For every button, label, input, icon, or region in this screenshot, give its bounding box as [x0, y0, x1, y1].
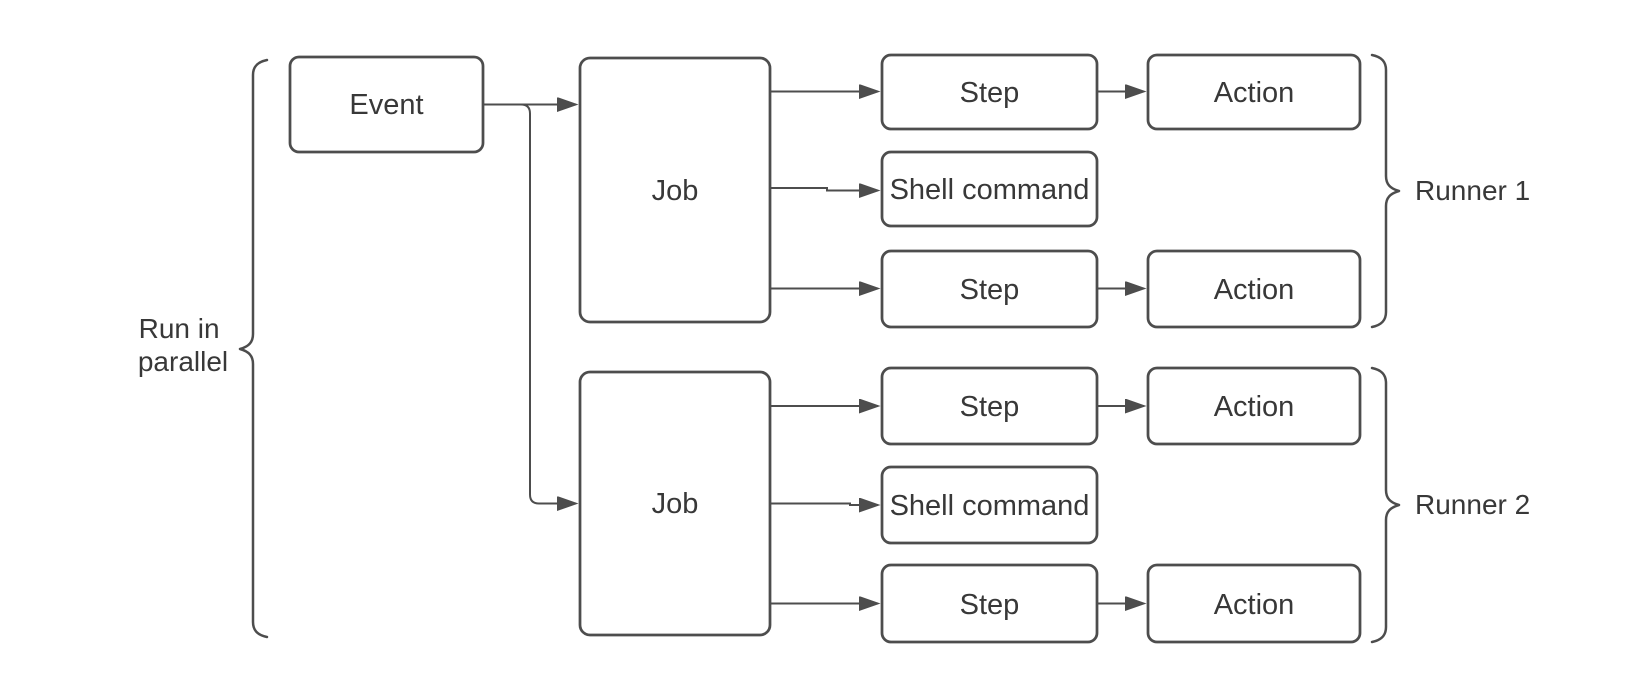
- action-top-1-label: Action: [1214, 77, 1295, 109]
- action-bottom-1-label: Action: [1214, 274, 1295, 306]
- runner2-brace: [1370, 366, 1401, 644]
- action-bottom-2-box: [1146, 563, 1362, 644]
- step-bottom-1-box: [880, 249, 1099, 329]
- action-top-2-label: Action: [1214, 391, 1295, 423]
- run-in-parallel-brace: [238, 58, 269, 639]
- step-bottom-2-label: Step: [960, 589, 1020, 621]
- shell-command-1-label: Shell command: [890, 174, 1090, 206]
- step-top-2-label: Step: [960, 391, 1020, 423]
- connector-job1-to-shell: [770, 188, 878, 191]
- runner2-label: Runner 2: [1415, 489, 1530, 520]
- event-node-label: Event: [349, 89, 423, 121]
- run-in-parallel-label: Run in parallel: [138, 313, 228, 377]
- connector-job2-to-shell: [770, 504, 878, 506]
- connector-event-to-job2: [483, 103, 576, 504]
- runner1-brace: [1370, 53, 1401, 329]
- step-top-2-box: [880, 366, 1099, 446]
- shell-command-1-box: [880, 150, 1099, 228]
- step-top-1-box: [880, 53, 1099, 131]
- action-top-1-box: [1146, 53, 1362, 131]
- runner1-label: Runner 1: [1415, 175, 1530, 206]
- action-bottom-1-box: [1146, 249, 1362, 329]
- event-node-box: [288, 55, 485, 154]
- shell-command-2-label: Shell command: [890, 490, 1090, 522]
- job1-node-label: Job: [652, 175, 699, 207]
- step-bottom-2-box: [880, 563, 1099, 644]
- job2-node-box: [578, 370, 772, 637]
- action-top-2-box: [1146, 366, 1362, 446]
- step-bottom-1-label: Step: [960, 274, 1020, 306]
- shell-command-2-box: [880, 465, 1099, 545]
- action-bottom-2-label: Action: [1214, 589, 1295, 621]
- job2-node-label: Job: [652, 488, 699, 520]
- step-top-1-label: Step: [960, 77, 1020, 109]
- job1-node-box: [578, 56, 772, 324]
